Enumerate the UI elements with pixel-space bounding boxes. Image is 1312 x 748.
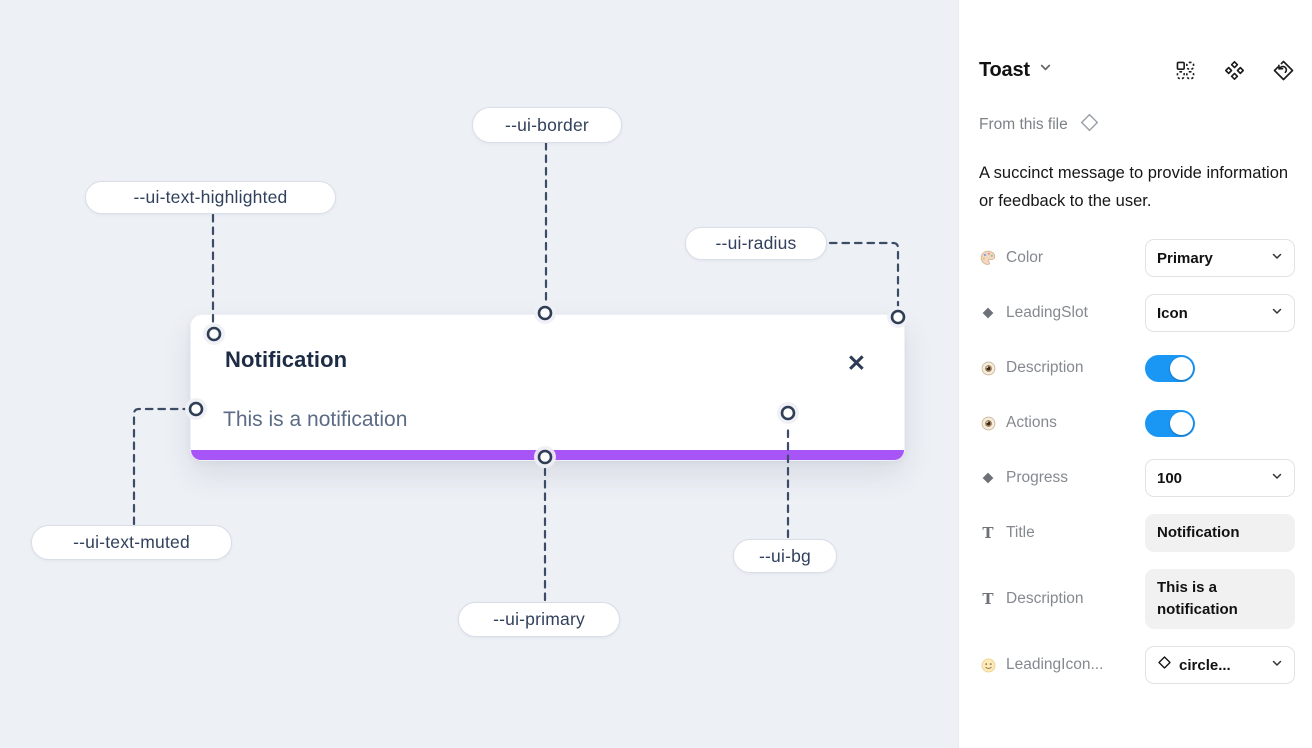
properties-panel: Toast (958, 0, 1312, 748)
line-ui-text-muted (132, 407, 187, 526)
toast-component[interactable]: Notification This is a notification ✕ (190, 314, 905, 461)
dropdown-value: Primary (1157, 249, 1213, 267)
color-dropdown[interactable]: Primary (1145, 239, 1295, 277)
chevron-down-icon (1271, 469, 1283, 487)
property-label: Title (1006, 524, 1035, 541)
line-ui-radius (828, 241, 900, 308)
dropdown-value: Icon (1157, 304, 1188, 322)
property-label: LeadingIcon... (1006, 656, 1104, 673)
progress-dropdown[interactable]: 100 (1145, 459, 1295, 497)
diamond-icon (979, 471, 997, 485)
actions-toggle[interactable] (1145, 409, 1195, 437)
property-row-description-text: T Description This is a notification (979, 569, 1295, 629)
property-list: Color Primary LeadingSlot (979, 239, 1295, 684)
property-label: Actions (1006, 414, 1057, 431)
description-toggle[interactable] (1145, 354, 1195, 382)
property-label: Progress (1006, 469, 1069, 486)
source-label: From this file (979, 116, 1068, 133)
leadingslot-dropdown[interactable]: Icon (1145, 294, 1295, 332)
label-ui-primary[interactable]: --ui-primary (458, 602, 620, 637)
chevron-down-icon (1039, 61, 1052, 79)
swap-instance-icon[interactable] (1271, 58, 1295, 82)
property-row-description-toggle: Description (979, 349, 1295, 387)
close-icon[interactable]: ✕ (846, 350, 866, 376)
dropdown-value: 100 (1157, 469, 1183, 487)
property-row-color: Color Primary (979, 239, 1295, 277)
chevron-down-icon (1271, 656, 1283, 674)
diamond-icon (979, 306, 997, 320)
component-props-icon[interactable] (1222, 58, 1246, 82)
property-label: Description (1006, 359, 1084, 376)
title-input[interactable]: Notification (1145, 514, 1295, 552)
property-row-leadingicon: LeadingIcon... circle... (979, 646, 1295, 684)
toast-progress-bar (191, 450, 904, 460)
property-row-leadingslot: LeadingSlot Icon (979, 294, 1295, 332)
property-row-actions-toggle: Actions (979, 404, 1295, 442)
label-ui-text-muted[interactable]: --ui-text-muted (31, 525, 232, 560)
leadingicon-dropdown[interactable]: circle... (1145, 646, 1295, 684)
source-row: From this file (979, 112, 1295, 138)
label-ui-radius[interactable]: --ui-radius (685, 227, 827, 260)
description-input[interactable]: This is a notification (1145, 569, 1295, 629)
smiley-icon (979, 657, 997, 674)
panel-title: Toast (979, 58, 1030, 81)
canvas[interactable]: Notification This is a notification ✕ (0, 0, 958, 748)
instance-diamond-icon (1157, 655, 1172, 675)
component-description: A succinct message to provide informatio… (979, 164, 1289, 210)
label-ui-text-highlighted[interactable]: --ui-text-highlighted (85, 181, 336, 214)
dropdown-value: circle... (1179, 656, 1231, 674)
property-row-progress: Progress 100 (979, 459, 1295, 497)
label-ui-bg[interactable]: --ui-bg (733, 539, 837, 573)
property-row-title: T Title Notification (979, 514, 1295, 552)
chevron-down-icon (1271, 249, 1283, 267)
eye-icon (979, 360, 997, 377)
text-icon: T (982, 524, 994, 542)
toggle-knob (1170, 411, 1193, 435)
label-ui-border[interactable]: --ui-border (472, 107, 622, 143)
toggle-knob (1170, 356, 1193, 380)
component-diamond-icon (1079, 112, 1100, 138)
toast-description: This is a notification (223, 408, 408, 431)
eye-icon (979, 415, 997, 432)
text-icon: T (982, 590, 994, 608)
toast-title: Notification (225, 347, 348, 372)
property-label: Color (1006, 249, 1044, 266)
property-label: Description (1006, 590, 1084, 607)
chevron-down-icon (1271, 304, 1283, 322)
instance-grid-icon[interactable] (1173, 58, 1197, 82)
property-label: LeadingSlot (1006, 304, 1088, 321)
component-selector[interactable]: Toast (979, 59, 1052, 82)
palette-icon (979, 249, 997, 267)
